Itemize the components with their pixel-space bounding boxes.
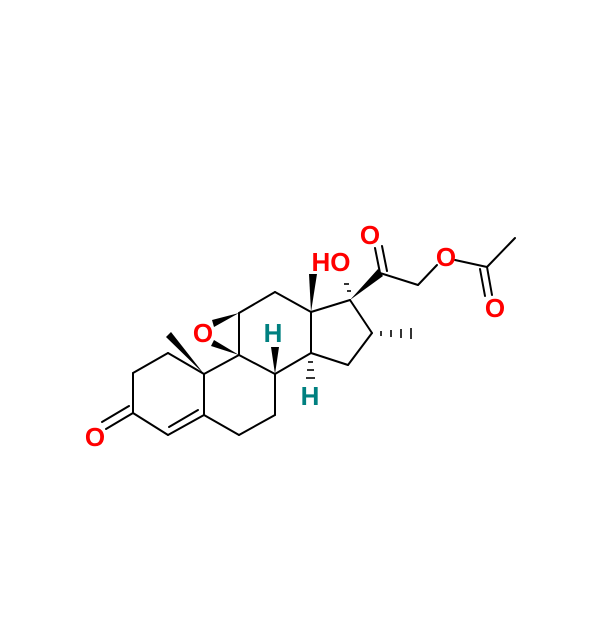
stereo-bonds xyxy=(166,269,412,379)
hydroxyl-label: HO xyxy=(312,247,351,277)
h8-label: H xyxy=(264,318,283,348)
ketone-oxygen-label: O xyxy=(85,422,105,452)
c20-oxygen-label: O xyxy=(360,220,380,250)
h14-label: H xyxy=(301,381,320,411)
atom-labels: O O H H HO O O O xyxy=(85,220,505,452)
acetyl-oxygen-label: O xyxy=(485,293,505,323)
epoxide-oxygen-label: O xyxy=(193,318,213,348)
ester-oxygen-label: O xyxy=(436,242,456,272)
bonds xyxy=(101,237,516,436)
